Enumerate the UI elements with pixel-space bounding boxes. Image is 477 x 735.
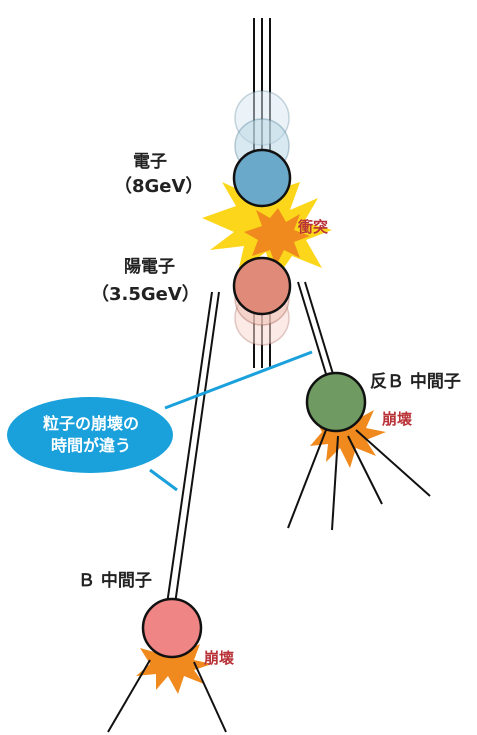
electron-label: 電子 (133, 152, 167, 172)
callout-pointers (149, 350, 313, 492)
b-decay-tracks (107, 659, 227, 733)
b-meson-track (166, 291, 220, 605)
anti-b-meson-track (297, 281, 334, 375)
b-meson-particle (141, 597, 203, 659)
electron-particle (232, 148, 292, 208)
callout-line-1: 粒子の崩壊の (42, 414, 139, 434)
collision-explosion (202, 170, 332, 282)
positron-energy-label: （3.5GeV） (91, 284, 200, 305)
anti-b-decay-label: 崩壊 (382, 410, 413, 428)
callout-text: 粒子の崩壊の 時間が違う (10, 398, 172, 472)
anti-b-meson-particle (305, 371, 367, 433)
callout-line-2: 時間が違う (50, 436, 131, 455)
b-meson-label: Ｂ 中間子 (78, 571, 152, 591)
b-decay-label: 崩壊 (204, 649, 235, 667)
positron-label: 陽電子 (124, 257, 175, 277)
anti-b-meson-label: 反Ｂ 中間子 (370, 372, 461, 392)
collision-label: 衝突 (298, 218, 329, 236)
electron-energy-label: （8GeV） (114, 176, 204, 197)
callout-bubble (7, 397, 173, 473)
anti-b-decay-tracks (287, 429, 431, 531)
positron-particle (232, 256, 292, 316)
